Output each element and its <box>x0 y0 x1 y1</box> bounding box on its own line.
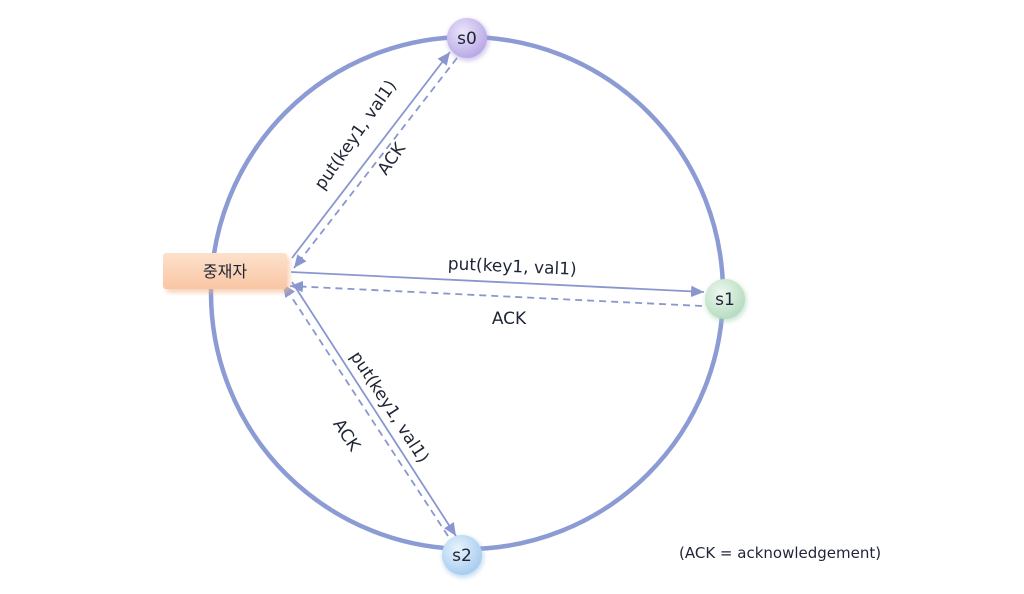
coordinator-node: 중재자 <box>163 253 290 293</box>
ack-label-s1: ACK <box>492 309 527 329</box>
ack-label-s2: ACK <box>328 415 364 455</box>
s2-label: s2 <box>452 546 472 566</box>
put-label-s1: put(key1, val1) <box>447 254 577 280</box>
ack-definition-note: (ACK = acknowledgement) <box>679 544 882 562</box>
put-arrow-to-s2 <box>291 281 457 537</box>
server-node-s2: s2 <box>442 535 484 578</box>
put-arrow-to-s1 <box>290 271 705 298</box>
coordinator-label: 중재자 <box>203 262 247 281</box>
put-arrow-to-s0 <box>291 51 451 259</box>
ack-arrow-from-s0 <box>293 57 458 269</box>
s1-label: s1 <box>715 290 735 310</box>
server-node-s0: s0 <box>447 18 489 61</box>
put-label-s2: put(key1, val1) <box>346 348 433 467</box>
s0-label: s0 <box>457 29 477 49</box>
ack-arrow-from-s1 <box>289 280 703 307</box>
server-node-s1: s1 <box>705 279 747 322</box>
ack-arrow-from-s2 <box>282 283 449 537</box>
hash-ring <box>208 34 726 552</box>
